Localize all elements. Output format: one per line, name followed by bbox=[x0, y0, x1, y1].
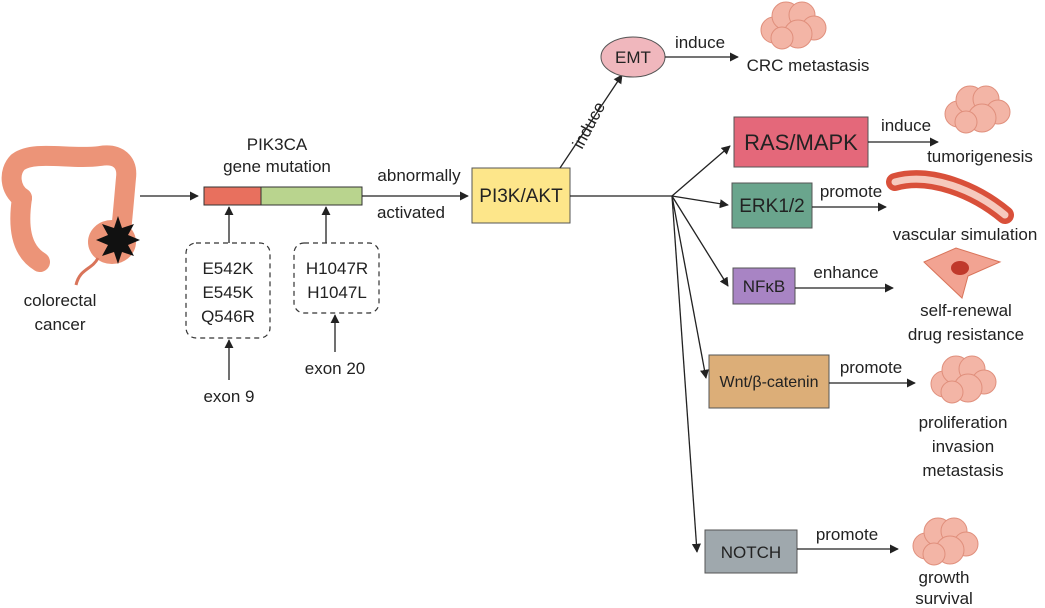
arrow-to-nfkb bbox=[671, 195, 729, 287]
exon20-label: exon 20 bbox=[305, 359, 366, 378]
exon9-label: exon 9 bbox=[203, 387, 254, 406]
activation-label-above: abnormally bbox=[377, 166, 461, 185]
gene-title-line1: PIK3CA bbox=[247, 135, 308, 154]
pi3k-akt-label: PI3K/AKT bbox=[479, 186, 563, 207]
nfkb-outcome-line1: self-renewal bbox=[920, 301, 1012, 320]
notch-node bbox=[704, 529, 798, 574]
emt-label: EMT bbox=[615, 48, 651, 67]
nfkb-node bbox=[732, 267, 796, 305]
exon20-mutation-2: H1047L bbox=[307, 283, 367, 302]
tumor-cluster-icon bbox=[930, 355, 997, 404]
colon-icon bbox=[1, 145, 140, 286]
wnt-outcome-line1: proliferation bbox=[919, 413, 1008, 432]
erk-verb: promote bbox=[820, 182, 882, 201]
ras-mapk-label: RAS/MAPK bbox=[744, 130, 858, 155]
wnt-node bbox=[708, 354, 830, 409]
exon20-segment bbox=[260, 186, 363, 206]
ras-outcome: tumorigenesis bbox=[927, 147, 1033, 166]
exon9-mutation-3: Q546R bbox=[201, 307, 255, 326]
arrow-to-ras bbox=[671, 145, 731, 197]
notch-label: NOTCH bbox=[721, 543, 781, 562]
activation-label-below: activated bbox=[377, 203, 445, 222]
exon9-mutation-box bbox=[185, 242, 271, 339]
notch-outcome-line1: growth bbox=[918, 568, 969, 587]
emt-edge-label: induce bbox=[569, 99, 609, 152]
organ-label-line2: cancer bbox=[34, 315, 85, 334]
arrow-to-wnt bbox=[671, 195, 709, 379]
nfkb-verb: enhance bbox=[813, 263, 878, 282]
tumor-cluster-icon bbox=[912, 517, 979, 566]
arrow-pi3k-to-emt bbox=[559, 74, 623, 169]
ras-verb: induce bbox=[881, 116, 931, 135]
wnt-verb: promote bbox=[840, 358, 902, 377]
cancer-stem-cell-icon bbox=[923, 247, 1002, 299]
erk-outcome: vascular simulation bbox=[893, 225, 1038, 244]
arrow-to-notch bbox=[671, 195, 701, 553]
notch-outcome-line2: survival bbox=[915, 589, 973, 608]
gene-title-line2: gene mutation bbox=[223, 157, 331, 176]
tumor-cluster-icon bbox=[944, 85, 1011, 134]
wnt-label: Wnt/β-catenin bbox=[719, 374, 818, 391]
nfkb-label: NFκB bbox=[743, 277, 786, 296]
erk-label: ERK1/2 bbox=[739, 196, 804, 217]
notch-verb: promote bbox=[816, 525, 878, 544]
ras-mapk-node bbox=[733, 116, 869, 168]
exon9-segment bbox=[203, 186, 262, 206]
wnt-outcome-line3: metastasis bbox=[922, 461, 1003, 480]
blood-vessel-icon bbox=[886, 170, 1014, 224]
erk-node bbox=[731, 182, 813, 229]
exon9-mutation-2: E545K bbox=[202, 283, 254, 302]
emt-verb: induce bbox=[675, 33, 725, 52]
tumor-star-icon bbox=[96, 216, 140, 264]
organ-label-line1: colorectal bbox=[24, 291, 97, 310]
tumor-cluster-icon bbox=[760, 1, 827, 50]
exon20-mutation-1: H1047R bbox=[306, 259, 368, 278]
wnt-outcome-line2: invasion bbox=[932, 437, 994, 456]
emt-outcome: CRC metastasis bbox=[747, 56, 870, 75]
exon9-mutation-1: E542K bbox=[202, 259, 254, 278]
exon20-mutation-box bbox=[293, 242, 380, 314]
arrow-to-erk bbox=[671, 195, 729, 209]
nfkb-outcome-line2: drug resistance bbox=[908, 325, 1024, 344]
